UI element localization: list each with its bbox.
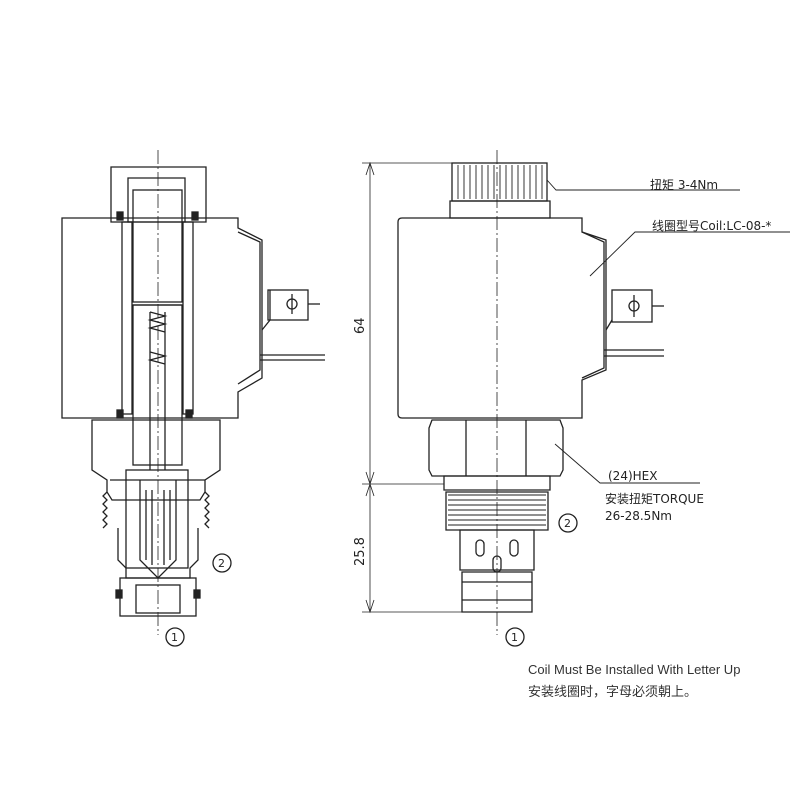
pole-piece xyxy=(132,189,183,303)
port2-circle-left xyxy=(212,553,232,573)
torque-coil-label: 扭矩 3-4Nm xyxy=(650,178,718,192)
tube-wall-right xyxy=(182,221,194,415)
port1-label-left: 1 xyxy=(171,631,178,644)
port2-label-right: 2 xyxy=(564,517,571,530)
spring-lower xyxy=(147,351,168,365)
seal-tr xyxy=(191,211,199,221)
port2-label-left: 2 xyxy=(218,557,225,570)
dim-arrow-mid-down xyxy=(365,482,375,497)
knurl-lines xyxy=(457,165,543,199)
cap-inner xyxy=(127,177,186,223)
spring-upper xyxy=(147,311,168,333)
tube-wall-left xyxy=(121,221,133,415)
dimension-lower: 25.8 xyxy=(353,537,368,566)
coil-shoulder-ext xyxy=(581,231,605,379)
coil-model-label: 线圈型号Coil:LC-08-* xyxy=(652,219,771,233)
port2-circle-right xyxy=(558,513,578,533)
seal-tl xyxy=(116,211,124,221)
port1-label-right: 1 xyxy=(511,631,518,644)
leader-coil xyxy=(589,231,790,277)
leader-torque xyxy=(546,179,740,191)
hex-label: (24)HEX xyxy=(608,469,657,483)
nose-seal-l xyxy=(115,589,123,599)
thread-outline xyxy=(445,491,549,531)
hex-body-section xyxy=(91,419,221,501)
nose-seal-r xyxy=(193,589,201,599)
install-note-english: Coil Must Be Installed With Letter Up xyxy=(528,662,740,677)
seal-bl xyxy=(116,409,124,419)
dim-arrow-top xyxy=(365,161,375,176)
thread-right xyxy=(204,491,210,529)
port1-circle-right xyxy=(505,627,525,647)
install-torque-label: 安装扭矩TORQUE xyxy=(605,491,704,506)
connector-body xyxy=(267,289,309,321)
port-hole-3 xyxy=(509,539,519,557)
knurled-nut xyxy=(451,162,548,202)
external-view xyxy=(362,150,790,635)
hex-nut xyxy=(428,419,564,477)
dimension-upper: 64 xyxy=(353,317,368,334)
port-hole-1 xyxy=(475,539,485,557)
section-view xyxy=(61,150,325,635)
connector-ext xyxy=(611,289,653,323)
thread-left xyxy=(102,491,108,529)
dim-arrow-bottom xyxy=(365,599,375,614)
port1-circle-left xyxy=(165,627,185,647)
connector-link-ext xyxy=(605,319,613,331)
armature xyxy=(132,304,183,466)
coil-body-section xyxy=(61,217,263,419)
install-torque-value: 26-28.5Nm xyxy=(605,509,672,523)
seal-br xyxy=(185,409,193,419)
leader-hex xyxy=(554,443,700,484)
coil-housing xyxy=(397,217,607,419)
coil-nut-cap xyxy=(110,166,207,223)
nut-collar xyxy=(449,200,551,219)
connector-bracket xyxy=(261,290,271,331)
coil-shoulder xyxy=(237,231,261,385)
nose-ext xyxy=(461,571,533,613)
hex-collar xyxy=(443,475,551,491)
cartridge-sleeve xyxy=(125,469,189,569)
install-note-chinese: 安装线圈时，字母必须朝上。 xyxy=(528,684,697,699)
port-body xyxy=(459,529,535,571)
